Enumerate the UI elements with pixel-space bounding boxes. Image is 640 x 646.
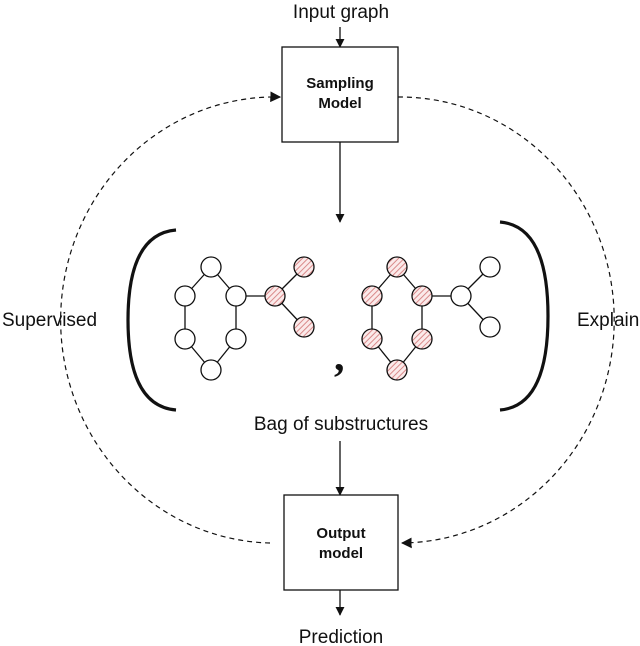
output-model-label-line1: Output xyxy=(316,525,365,542)
prediction-label: Prediction xyxy=(299,627,384,646)
explain-arc xyxy=(397,96,615,549)
graph-node xyxy=(200,359,222,381)
graph-node xyxy=(479,316,501,338)
graph-node xyxy=(479,256,501,278)
highlighted-graph-node xyxy=(411,328,433,350)
graph-node xyxy=(174,285,196,307)
left-bracket xyxy=(126,228,177,412)
graph-node xyxy=(450,285,472,307)
highlighted-graph-node xyxy=(293,256,315,278)
output-model-label-line2: model xyxy=(319,545,363,562)
highlighted-graph-node xyxy=(386,256,408,278)
graph-node xyxy=(200,256,222,278)
sampling-model-label-line2: Model xyxy=(318,95,361,112)
explain-label: Explain xyxy=(577,310,639,331)
right-bracket xyxy=(499,220,550,412)
substructure-1 xyxy=(174,256,315,381)
bag-of-substructures-label: Bag of substructures xyxy=(254,414,428,435)
sampling-model-label-line1: Sampling xyxy=(306,75,374,92)
highlighted-graph-node xyxy=(386,359,408,381)
graph-node xyxy=(225,285,247,307)
graph-node xyxy=(225,328,247,350)
highlighted-graph-node xyxy=(361,285,383,307)
highlighted-graph-node xyxy=(293,316,315,338)
graph-node xyxy=(174,328,196,350)
highlighted-graph-node xyxy=(411,285,433,307)
output-model-box: Output model xyxy=(283,494,399,591)
highlighted-graph-node xyxy=(361,328,383,350)
input-graph-label: Input graph xyxy=(293,2,389,23)
substructure-separator: , xyxy=(334,334,345,380)
highlighted-graph-node xyxy=(264,285,286,307)
supervised-label: Supervised xyxy=(2,310,97,331)
supervised-arc xyxy=(60,91,282,544)
sampling-model-box: Sampling Model xyxy=(281,46,399,143)
substructure-2 xyxy=(361,256,501,381)
